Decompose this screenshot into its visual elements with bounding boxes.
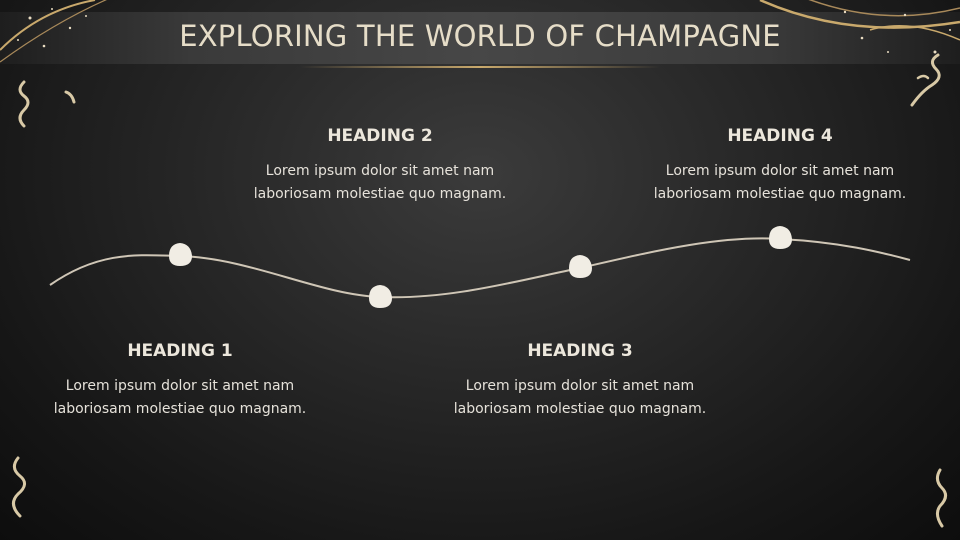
timeline-heading-4: HEADING 4: [727, 126, 833, 146]
timeline-heading-3: HEADING 3: [527, 341, 633, 361]
timeline-node-icon: [769, 226, 792, 249]
page-title: EXPLORING THE WORLD OF CHAMPAGNE: [179, 19, 781, 53]
title-divider: [300, 66, 660, 68]
timeline-text-2: Lorem ipsum dolor sit amet nam laboriosa…: [253, 163, 507, 202]
timeline-node-icon: [369, 285, 392, 308]
timeline-heading-1: HEADING 1: [127, 341, 233, 361]
timeline-text-3: Lorem ipsum dolor sit amet nam laboriosa…: [453, 378, 707, 417]
timeline-node-icon: [569, 255, 592, 278]
timeline-text-1: Lorem ipsum dolor sit amet nam laboriosa…: [53, 378, 307, 417]
timeline-node-icon: [169, 243, 192, 266]
timeline-text-4: Lorem ipsum dolor sit amet nam laboriosa…: [653, 163, 907, 202]
timeline-heading-2: HEADING 2: [327, 126, 433, 146]
